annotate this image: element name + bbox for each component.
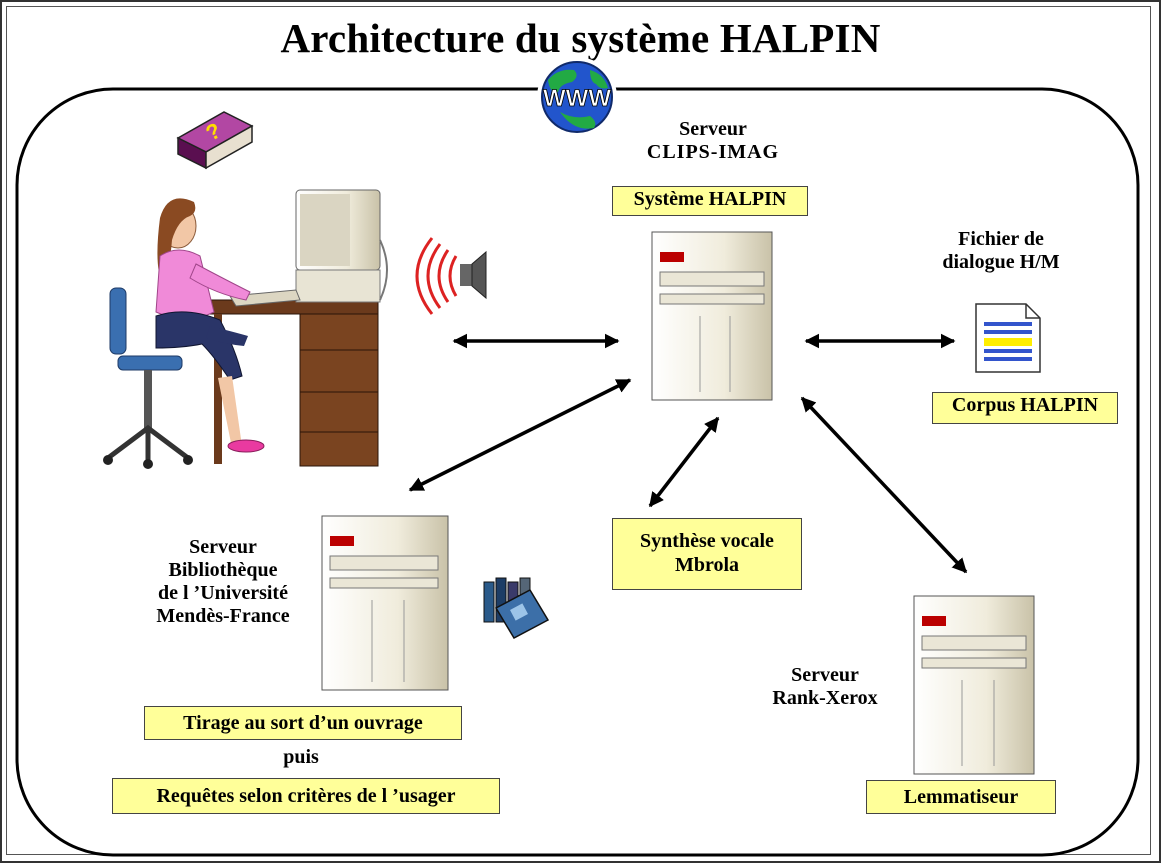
bibliotheque-line3: de l ’Université xyxy=(158,582,288,604)
user-at-computer-illustration xyxy=(103,189,388,469)
fichier-label-line1: Fichier de xyxy=(958,228,1044,250)
synthese-line1: Synthèse vocale xyxy=(640,530,774,552)
bibliotheque-line2: Bibliothèque xyxy=(168,559,278,581)
xerox-line2: Rank-Xerox xyxy=(772,687,878,709)
requetes-text: Requêtes selon critères de l ’usager xyxy=(156,785,456,807)
xerox-line1: Serveur xyxy=(791,664,859,686)
synthese-line2: Mbrola xyxy=(674,554,740,576)
bibliotheque-label: Serveur Bibliothèque de l ’Université Me… xyxy=(138,536,308,628)
clips-label-line1: Serveur xyxy=(679,118,747,140)
arrow-clips-bibliotheque xyxy=(408,378,632,492)
server-library-tower-icon xyxy=(321,515,449,691)
bibliotheque-line1: Serveur xyxy=(189,536,257,558)
arrow-clips-xerox xyxy=(800,396,968,574)
diagram-title: Architecture du système HALPIN xyxy=(280,15,881,61)
server-xerox-tower-icon xyxy=(913,595,1035,775)
corpus-halpin-text: Corpus HALPIN xyxy=(951,394,1099,416)
question-book-icon: ? xyxy=(176,111,254,170)
tirage-text: Tirage au sort d’un ouvrage xyxy=(183,712,423,734)
document-file-icon xyxy=(975,303,1041,373)
corpus-halpin-box: Corpus HALPIN xyxy=(932,392,1118,424)
systeme-halpin-box: Système HALPIN xyxy=(612,186,808,216)
server-clips-tower-icon xyxy=(651,231,773,401)
fichier-label: Fichier de dialogue H/M xyxy=(926,228,1076,274)
systeme-halpin-text: Système HALPIN xyxy=(633,188,787,210)
lemmatiseur-box: Lemmatiseur xyxy=(866,780,1056,814)
requetes-box: Requêtes selon critères de l ’usager xyxy=(112,778,500,814)
speaker-icon xyxy=(415,237,487,315)
books-icon xyxy=(483,577,550,639)
globe-www-icon: WWW xyxy=(537,57,617,137)
puis-label: puis xyxy=(283,746,319,768)
xerox-label: Serveur Rank-Xerox xyxy=(750,664,900,710)
svg-text:WWW: WWW xyxy=(543,85,611,112)
clips-label: Serveur CLIPS-IMAG xyxy=(628,118,798,164)
synthese-vocale-box: Synthèse vocale Mbrola xyxy=(612,518,802,590)
tirage-box: Tirage au sort d’un ouvrage xyxy=(144,706,462,740)
bibliotheque-line4: Mendès-France xyxy=(156,605,290,627)
fichier-label-line2: dialogue H/M xyxy=(942,251,1060,273)
clips-label-line2: CLIPS-IMAG xyxy=(646,141,780,163)
arrow-clips-synthese xyxy=(648,416,720,508)
connections xyxy=(408,333,968,574)
lemmatiseur-text: Lemmatiseur xyxy=(903,786,1019,808)
